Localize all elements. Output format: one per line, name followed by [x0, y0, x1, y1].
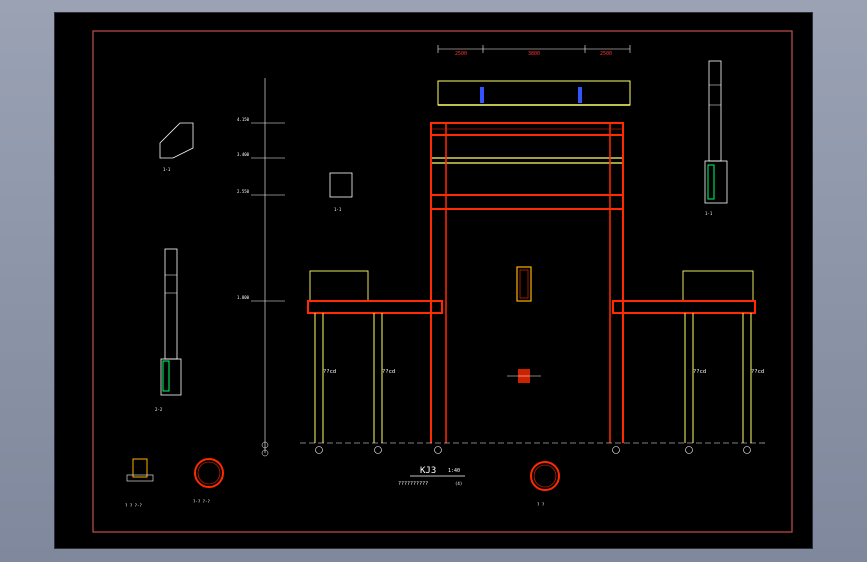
detail-label-2: ?-? ?-?: [193, 499, 210, 504]
drawing-scale: 1:40: [448, 468, 460, 474]
top-dim-left: 2500: [455, 51, 467, 57]
main-elevation: 2500 3800 2500: [300, 45, 765, 454]
section-label-2: 1-1: [334, 207, 342, 212]
column-label-1: ??cd: [323, 369, 336, 375]
section-label-4: 1-1: [705, 211, 713, 216]
top-dim-right: 2500: [600, 51, 612, 57]
column-label-2: ??cd: [382, 369, 395, 375]
column-label-3: ??cd: [693, 369, 706, 375]
column-label-4: ??cd: [751, 369, 764, 375]
level-4: 1.800: [237, 295, 250, 300]
level-2: 3.400: [237, 152, 250, 157]
section-details-left: 1-1 1-1 2-2 ? ? ?-? ?-? ?-?: [125, 122, 353, 508]
level-ruler: 4.150 3.400 2.550 1.800: [237, 78, 285, 457]
section-label-1: 1-1: [163, 167, 171, 172]
section-details-right: 1-1 ? ?: [530, 60, 728, 507]
section-label-3: 2-2: [155, 407, 163, 412]
level-3: 2.550: [237, 189, 250, 194]
detail-label-3: ? ?: [537, 502, 545, 507]
drawing-note: (4): [455, 481, 462, 486]
drawing-canvas[interactable]: 2500 3800 2500: [55, 13, 812, 548]
drawing-title: KJ3: [420, 466, 436, 476]
detail-label-1: ? ? ?-?: [125, 503, 142, 508]
drawing-subtitle: ??????????: [398, 481, 428, 487]
drawing-title-block: KJ3 1:40 ?????????? (4): [398, 466, 465, 487]
top-dim-center: 3800: [528, 51, 540, 57]
level-1: 4.150: [237, 117, 250, 122]
drawing-border: [92, 30, 793, 533]
